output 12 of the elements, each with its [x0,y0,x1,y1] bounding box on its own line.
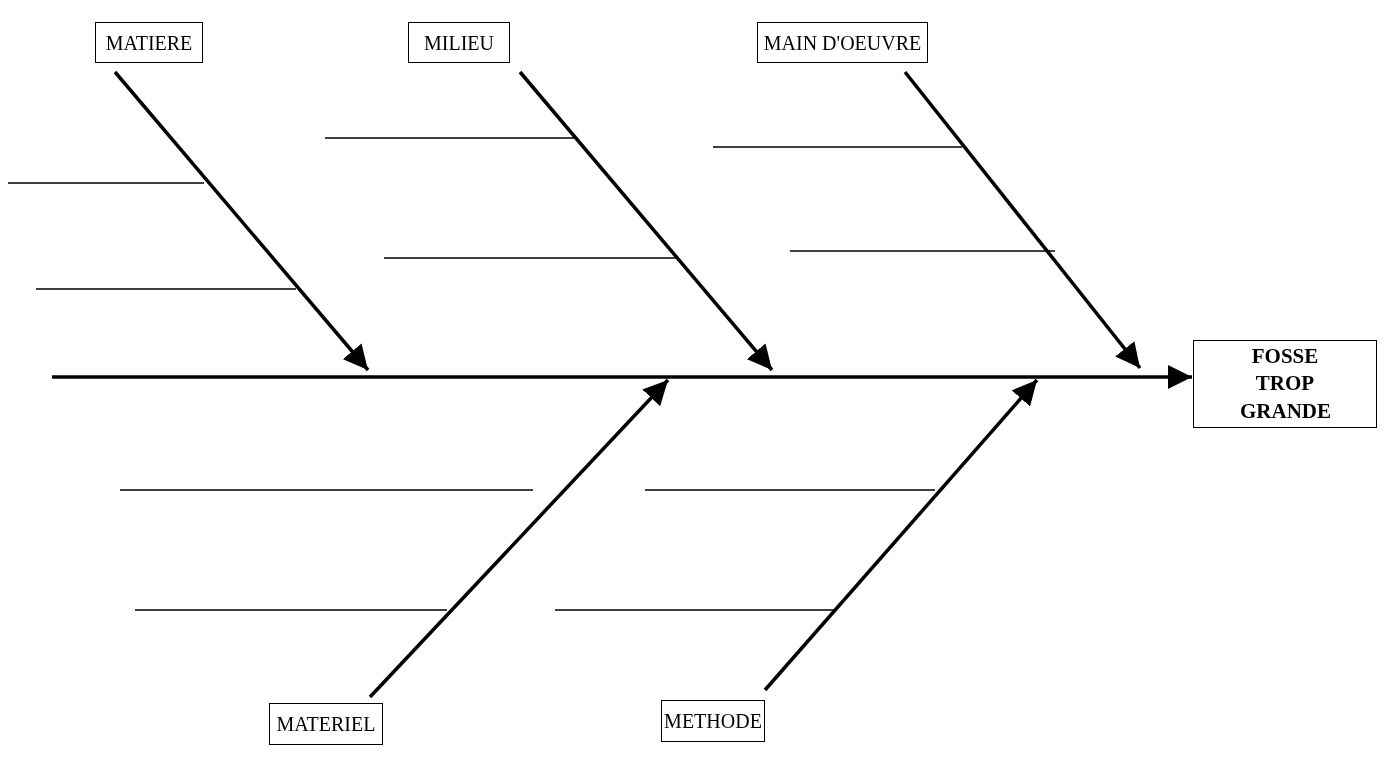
arrow [518,70,774,372]
cause-box: MILIEU [408,22,510,63]
arrow [113,70,370,372]
cause-box: MATIERE [95,22,203,63]
arrow [52,364,1192,390]
cause-box: MAIN D'OEUVRE [757,22,928,63]
effect-box: FOSSE TROP GRANDE [1193,340,1377,428]
cause-box: METHODE [661,700,765,742]
arrow [368,378,670,699]
cause-box: MATERIEL [269,703,383,745]
arrow [903,70,1142,370]
arrow [763,378,1039,692]
